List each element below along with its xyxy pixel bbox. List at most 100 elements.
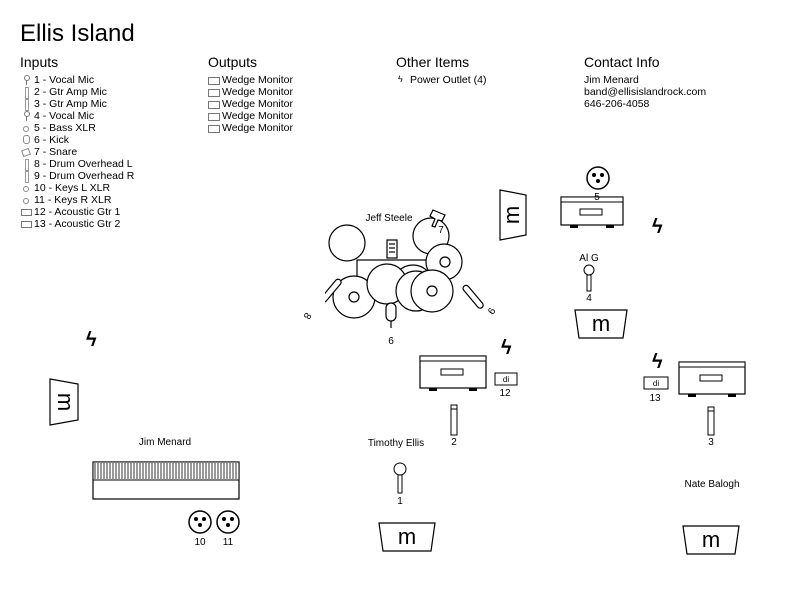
inputs-list: Inputs 1 - Vocal Mic 2 - Gtr Amp Mic 3 -…	[20, 54, 134, 230]
di-label: di	[653, 379, 659, 388]
power-outlet-icon: ϟ	[86, 329, 97, 351]
wedge-monitor: m	[499, 189, 527, 241]
instrument-mic-icon	[20, 159, 32, 171]
channel-label: 13	[649, 393, 661, 404]
snare-mic-icon	[20, 147, 32, 157]
channel-label: 4	[586, 293, 592, 304]
instrument-mic-icon	[20, 171, 32, 183]
performer-name-timothy: Timothy Ellis	[367, 438, 425, 449]
list-item-label: 7 - Snare	[34, 146, 78, 158]
inputs-heading: Inputs	[20, 54, 59, 70]
power-outlet-icon	[396, 74, 408, 85]
list-item: Wedge Monitor	[208, 122, 293, 134]
power-outlet-icon: ϟ	[652, 216, 663, 238]
list-item: 11 - Keys R XLR	[20, 194, 134, 206]
list-item: 4 - Vocal Mic	[20, 110, 134, 122]
contact-name: Jim Menard	[584, 74, 639, 86]
overhead-mic-right	[462, 284, 484, 309]
list-item-label: 9 - Drum Overhead R	[34, 170, 135, 182]
contact-info: Contact Info Jim Menard band@ellisisland…	[584, 54, 706, 110]
kick-mic-icon	[20, 135, 32, 145]
contact-email[interactable]: band@ellisislandrock.com	[584, 86, 707, 98]
di-box-icon	[20, 207, 32, 217]
contact-heading: Contact Info	[584, 54, 660, 70]
list-item: 13 - Acoustic Gtr 2	[20, 218, 134, 230]
bass-amp	[560, 196, 624, 228]
channel-label: 10	[194, 537, 206, 548]
overhead-mic-left	[325, 278, 342, 303]
list-item-label: Wedge Monitor	[222, 98, 294, 110]
other-items-list: Other Items Power Outlet (4)	[396, 54, 486, 86]
wedge-monitor-icon	[208, 75, 220, 85]
list-item: 10 - Keys L XLR	[20, 182, 134, 194]
list-item: 5 - Bass XLR	[20, 122, 134, 134]
list-item-label: Wedge Monitor	[222, 86, 294, 98]
xlr-icon	[20, 123, 32, 133]
instrument-mic-icon	[20, 99, 32, 111]
snare-mic	[429, 209, 446, 228]
drum-kit	[325, 209, 484, 328]
di-box: di	[643, 376, 669, 390]
list-item: Wedge Monitor	[208, 86, 293, 98]
monitor-letter: m	[499, 206, 524, 224]
channel-label: 2	[451, 437, 457, 448]
drum-throne	[386, 239, 398, 259]
list-item: Wedge Monitor	[208, 98, 293, 110]
xlr-connector	[216, 510, 240, 534]
performer-name-jeff: Jeff Steele	[365, 213, 413, 224]
power-outlet-icon: ϟ	[501, 337, 512, 359]
monitor-letter: m	[398, 524, 416, 549]
wedge-monitor-icon	[208, 99, 220, 109]
list-item: 8 - Drum Overhead L	[20, 158, 134, 171]
crash-cymbal	[328, 224, 366, 262]
list-item-label: 6 - Kick	[34, 134, 70, 146]
performer-name-al: Al G	[579, 253, 599, 264]
channel-label: 11	[222, 537, 234, 548]
channel-label: 8	[300, 310, 313, 321]
guitar-amp	[419, 355, 487, 391]
wedge-monitor-icon	[208, 87, 220, 97]
list-item-label: 5 - Bass XLR	[34, 122, 96, 134]
monitor-letter: m	[702, 527, 720, 552]
list-item-label: 10 - Keys L XLR	[34, 182, 111, 194]
list-item: 2 - Gtr Amp Mic	[20, 86, 134, 99]
instrument-mic	[707, 406, 715, 436]
list-item: Wedge Monitor	[208, 74, 293, 86]
kick-mic	[385, 302, 397, 322]
list-item: 3 - Gtr Amp Mic	[20, 98, 134, 111]
list-item-label: 3 - Gtr Amp Mic	[34, 98, 107, 110]
list-item-label: Wedge Monitor	[222, 74, 294, 86]
performer-name-jim: Jim Menard	[138, 437, 192, 448]
outputs-heading: Outputs	[208, 54, 258, 70]
channel-label: 3	[708, 437, 714, 448]
di-box: di	[494, 372, 518, 386]
list-item-label: 8 - Drum Overhead L	[34, 158, 133, 170]
other-items-heading: Other Items	[396, 54, 470, 70]
list-item-label: 2 - Gtr Amp Mic	[34, 86, 107, 98]
list-item: Wedge Monitor	[208, 110, 293, 122]
wedge-monitor: m	[682, 525, 740, 555]
monitor-letter: m	[592, 311, 610, 336]
xlr-connector	[188, 510, 212, 534]
vocal-mic-icon	[20, 75, 32, 85]
keyboard	[92, 461, 240, 500]
instrument-mic-icon	[20, 87, 32, 99]
list-item-label: Wedge Monitor	[222, 122, 294, 134]
xlr-icon	[20, 183, 32, 193]
list-item-label: 4 - Vocal Mic	[34, 110, 95, 122]
outputs-list: Outputs Wedge Monitor Wedge Monitor Wedg…	[208, 54, 293, 134]
list-item: 6 - Kick	[20, 134, 134, 146]
guitar-amp	[678, 361, 746, 397]
channel-label: 5	[594, 192, 600, 203]
performer-name-nate: Nate Balogh	[684, 479, 740, 490]
list-item-label: 13 - Acoustic Gtr 2	[34, 218, 121, 230]
di-label: di	[503, 375, 509, 384]
contact-phone: 646-206-4058	[584, 98, 650, 110]
list-item: 1 - Vocal Mic	[20, 74, 134, 86]
list-item: 9 - Drum Overhead R	[20, 170, 135, 183]
list-item: Power Outlet (4)	[396, 74, 486, 86]
channel-label: 12	[499, 388, 511, 399]
xlr-connector	[586, 166, 610, 190]
list-item-label: 1 - Vocal Mic	[34, 74, 95, 86]
list-item-label: Wedge Monitor	[222, 110, 294, 122]
